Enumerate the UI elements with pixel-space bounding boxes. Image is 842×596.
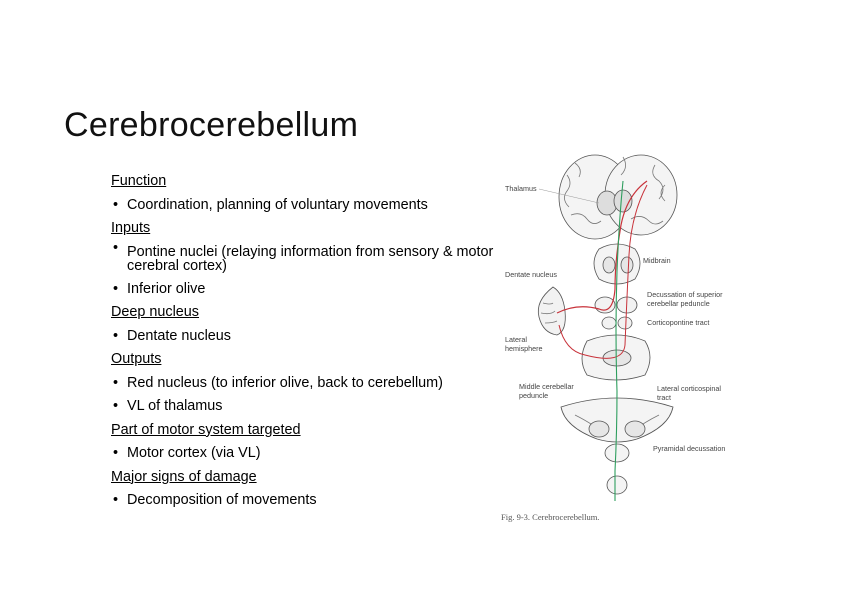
label-hemisphere: hemisphere xyxy=(505,344,543,353)
slide-title: Cerebrocerebellum xyxy=(64,106,359,144)
label-midbrain: Midbrain xyxy=(643,256,671,265)
section-heading-inputs: Inputs xyxy=(111,220,151,236)
bullet-item: Motor cortex (via VL) xyxy=(111,442,511,466)
cerebrocerebellum-figure: Thalamus Midbrain Dentate nucleus Decuss… xyxy=(495,145,765,530)
cerebellum-hemisphere-drawing xyxy=(537,286,638,336)
label-pyramidal-decussation: Pyramidal decussation xyxy=(653,444,725,453)
section-heading-outputs: Outputs xyxy=(111,351,162,367)
label-peduncle: peduncle xyxy=(519,391,548,400)
label-decussation-superior: Decussation of superior xyxy=(647,290,723,299)
bullet-item: Red nucleus (to inferior olive, back to … xyxy=(111,372,511,396)
label-tract: tract xyxy=(657,393,671,402)
label-lateral: Lateral xyxy=(505,335,527,344)
bullet-item: Coordination, planning of voluntary move… xyxy=(111,194,511,218)
label-cerebellar-peduncle: cerebellar peduncle xyxy=(647,299,710,308)
corticopontine-path xyxy=(558,184,648,359)
bullet-item: Dentate nucleus xyxy=(111,325,511,349)
bullet-item: Inferior olive xyxy=(111,278,511,302)
dentatothalamic-path xyxy=(556,180,648,314)
section-heading-signs-of-damage: Major signs of damage xyxy=(111,468,257,485)
figure-caption: Fig. 9-3. Cerebrocerebellum. xyxy=(501,512,599,522)
pathway-diagram: Thalamus Midbrain Dentate nucleus Decuss… xyxy=(501,154,725,522)
label-lateral-corticospinal: Lateral corticospinal xyxy=(657,384,721,393)
slide-content: Function Coordination, planning of volun… xyxy=(111,170,511,513)
section-heading-motor-system: Part of motor system targeted xyxy=(111,421,301,438)
label-corticopontine-tract: Corticopontine tract xyxy=(647,318,709,327)
cerebrum-drawing xyxy=(558,154,678,240)
label-middle-cerebellar: Middle cerebellar xyxy=(519,382,574,391)
section-heading-function: Function xyxy=(111,173,167,189)
bullet-item: Pontine nuclei (relaying information fro… xyxy=(111,241,511,278)
label-dentate-nucleus: Dentate nucleus xyxy=(505,270,557,279)
bullet-item: Decomposition of movements xyxy=(111,489,511,513)
label-thalamus: Thalamus xyxy=(505,184,537,193)
bullet-item: VL of thalamus xyxy=(111,395,511,419)
section-heading-deep-nucleus: Deep nucleus xyxy=(111,304,200,320)
corticospinal-path xyxy=(614,180,624,501)
